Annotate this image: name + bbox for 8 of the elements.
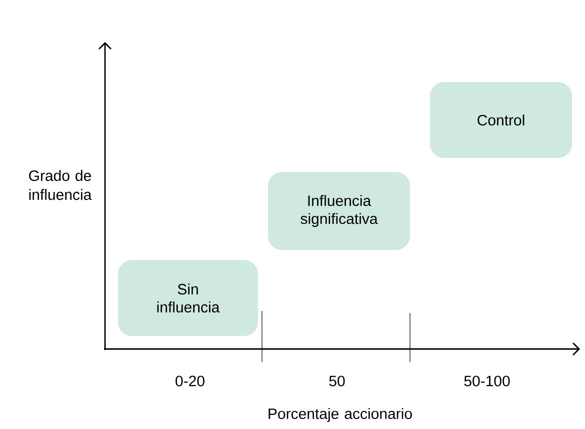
- category-box: Control: [430, 82, 572, 158]
- tick-label: 50: [329, 376, 345, 386]
- tick-label: 0-20: [176, 376, 204, 386]
- tick-label: 50-100: [464, 376, 510, 386]
- category-box: Sin influencia: [118, 260, 258, 336]
- axis-title: Grado de influencia: [29, 170, 92, 200]
- category-box: Influencia significativa: [268, 172, 410, 250]
- axis-title: Porcentaje accionario: [268, 408, 412, 422]
